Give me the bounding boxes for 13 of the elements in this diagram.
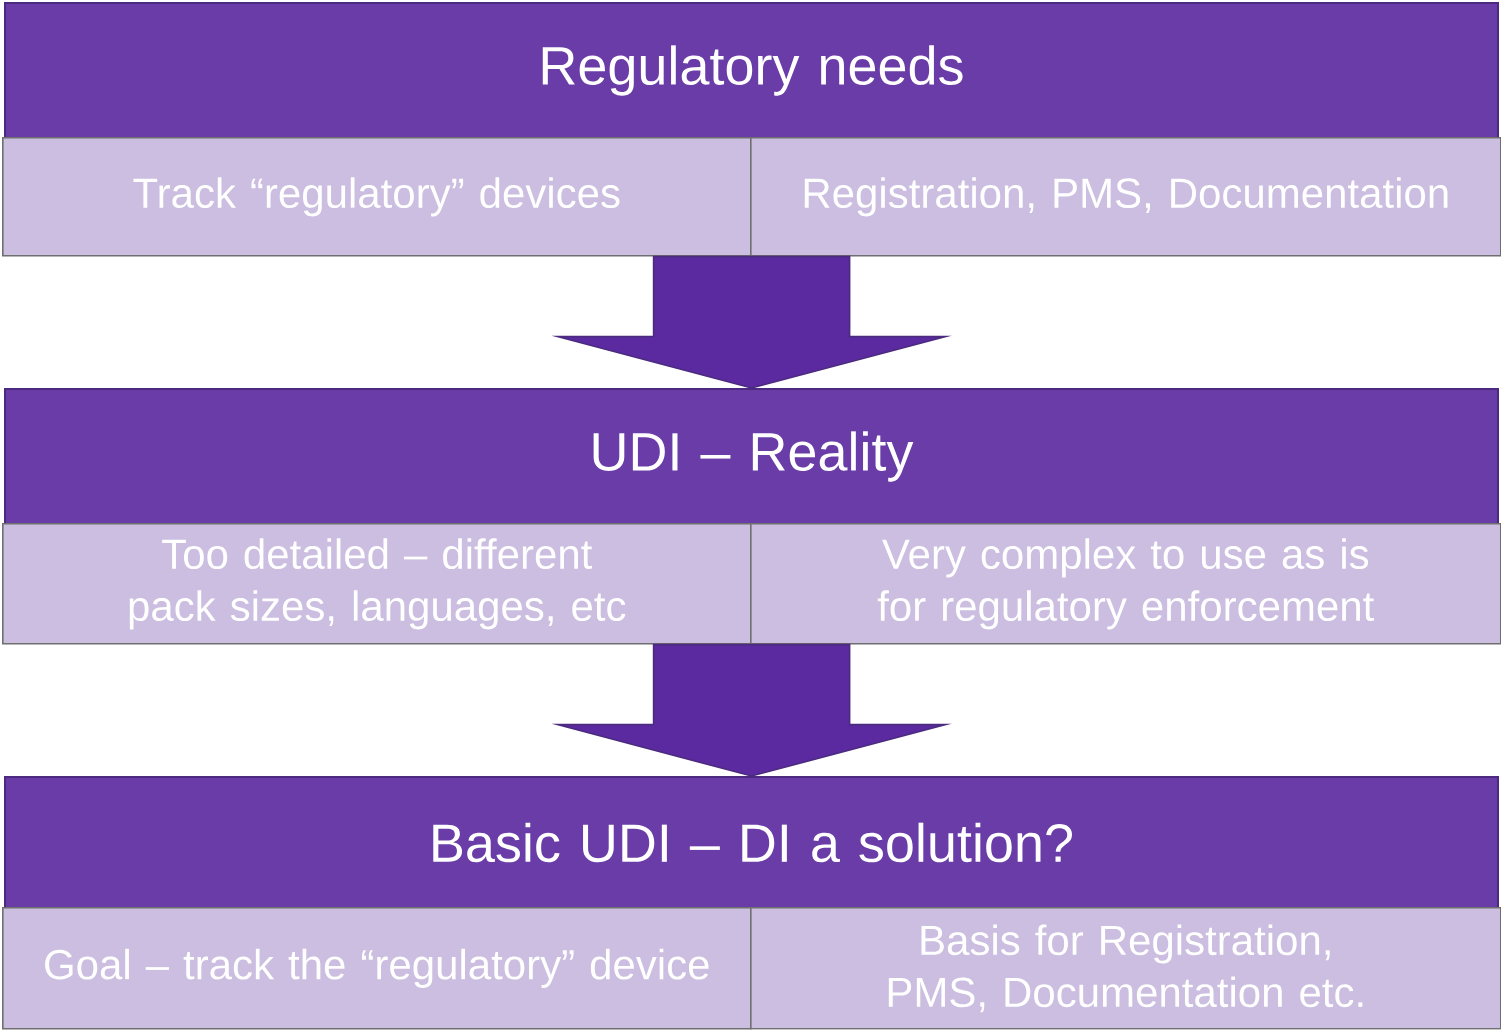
header-band: Basic UDI – DI a solution? (4, 776, 1499, 909)
block-arrow (551, 255, 952, 389)
node-label: Very complex to use as is for regulatory enforcement (877, 538, 1375, 630)
text-box: Goal – track the “regulatory” device (2, 907, 752, 1030)
text-box: Track “regulatory” devices (2, 137, 752, 257)
header-band: UDI – Reality (4, 388, 1499, 525)
text-box: Very complex to use as is for regulatory enforcement (750, 523, 1501, 645)
text-box: Too detailed – different pack sizes, languages, etc (2, 523, 752, 645)
text-box: Registration, PMS, Documentation (750, 137, 1501, 257)
header-band: Regulatory needs (4, 2, 1499, 139)
block-arrow (551, 643, 952, 777)
node-label: Registration, PMS, Documentation (804, 177, 1448, 217)
text-box: Basis for Registration, PMS, Documentation etc. (750, 907, 1501, 1030)
